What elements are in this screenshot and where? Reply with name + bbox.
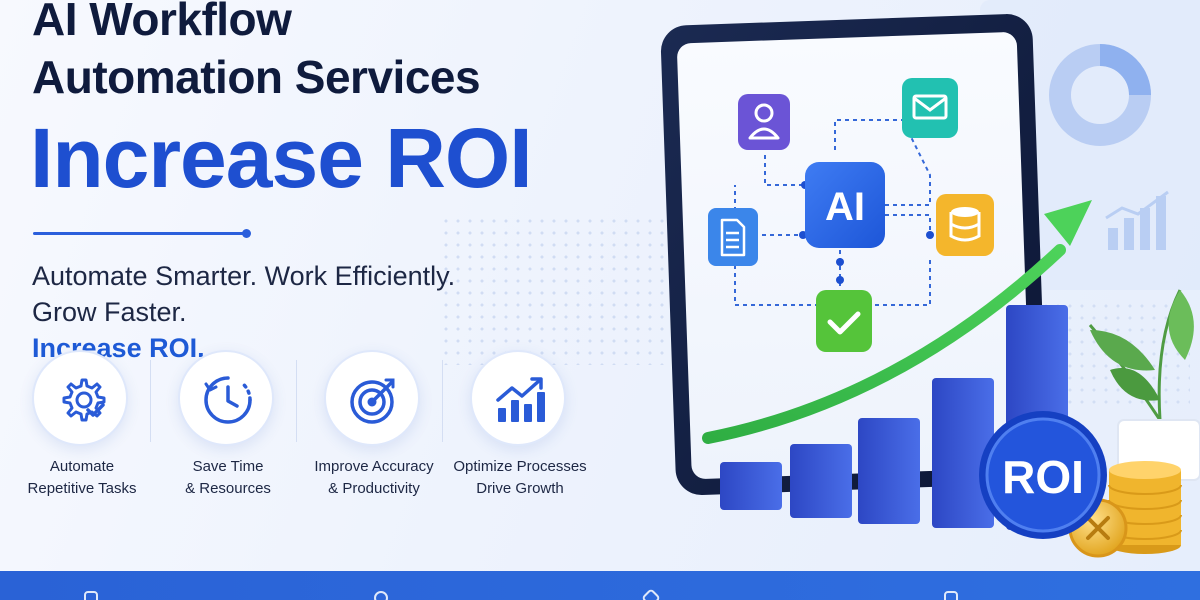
- plant-decoration: [1088, 289, 1200, 481]
- user-node: [738, 94, 790, 150]
- feature-label-line-2: Repetitive Tasks: [27, 480, 137, 497]
- decorative-dot-grid: [440, 215, 680, 365]
- growth-bar: [932, 378, 994, 528]
- tagline-line-2-prefix: Grow Faster.: [32, 297, 187, 327]
- feature-icon-circle: [32, 350, 128, 446]
- workflow-illustration: AI ROI: [660, 0, 1200, 558]
- tagline-line-1: Automate Smarter. Work Efficiently.: [32, 261, 456, 291]
- feature-icon-circle: [470, 350, 566, 446]
- svg-text:ROI: ROI: [1002, 451, 1084, 503]
- bottom-bar-icon: [374, 591, 388, 600]
- bottom-bar-icon: [641, 588, 661, 600]
- ai-node: AI: [805, 162, 885, 248]
- bottom-bar: [0, 571, 1200, 600]
- headline-accent: Increase ROI: [30, 111, 533, 205]
- feature-label-line-2: & Resources: [185, 480, 271, 497]
- feature-separator: [442, 360, 443, 442]
- feature-icon-circle: [324, 350, 420, 446]
- roi-badge: ROI: [979, 411, 1107, 539]
- growth-arrow: [702, 200, 1092, 444]
- growth-bar: [720, 462, 782, 510]
- headline-line-2: Automation Services: [32, 51, 481, 103]
- email-node: [902, 78, 958, 138]
- feature-improve-accuracy: Improve Accuracy & Productivity: [304, 346, 444, 506]
- gear-check-icon: [62, 378, 106, 422]
- divider-dot: [242, 229, 251, 238]
- feature-icon-circle: [178, 350, 274, 446]
- growth-bar: [790, 444, 852, 518]
- mini-bar-chart-decoration: [1105, 190, 1169, 250]
- growth-chart-icon: [496, 377, 545, 422]
- feature-label-line-2: Drive Growth: [476, 480, 564, 497]
- feature-label: Automate Repetitive Tasks: [2, 456, 162, 500]
- feature-label-line-1: Automate: [49, 458, 115, 475]
- headline: AI Workflow Automation Services: [32, 0, 481, 106]
- feature-label-line-1: Save Time: [192, 458, 264, 475]
- bottom-bar-icon: [84, 591, 98, 600]
- bottom-bar-icon: [944, 591, 958, 600]
- feature-label: Improve Accuracy & Productivity: [294, 456, 454, 500]
- donut-chart-decoration: [1049, 44, 1151, 146]
- feature-label-line-1: Optimize Processes: [453, 458, 587, 475]
- database-node: [936, 194, 994, 256]
- feature-separator: [150, 360, 151, 442]
- feature-label: Save Time & Resources: [148, 456, 308, 500]
- feature-list: Automate Repetitive Tasks Save Time & Re…: [12, 346, 612, 506]
- divider-line: [33, 232, 247, 235]
- feature-label-line-2: & Productivity: [328, 480, 420, 497]
- clock-icon: [204, 376, 252, 424]
- svg-text:AI: AI: [825, 185, 865, 229]
- feature-label-line-1: Improve Accuracy: [314, 458, 434, 475]
- growth-bar: [858, 418, 920, 524]
- feature-label: Optimize Processes Drive Growth: [440, 456, 600, 500]
- target-icon: [350, 378, 395, 424]
- feature-save-time: Save Time & Resources: [158, 346, 298, 506]
- feature-optimize-processes: Optimize Processes Drive Growth: [450, 346, 590, 506]
- feature-separator: [296, 360, 297, 442]
- document-node: [708, 208, 758, 266]
- feature-automate-tasks: Automate Repetitive Tasks: [12, 346, 152, 506]
- checkmark-node: [816, 290, 872, 352]
- headline-line-1: AI Workflow: [32, 0, 292, 45]
